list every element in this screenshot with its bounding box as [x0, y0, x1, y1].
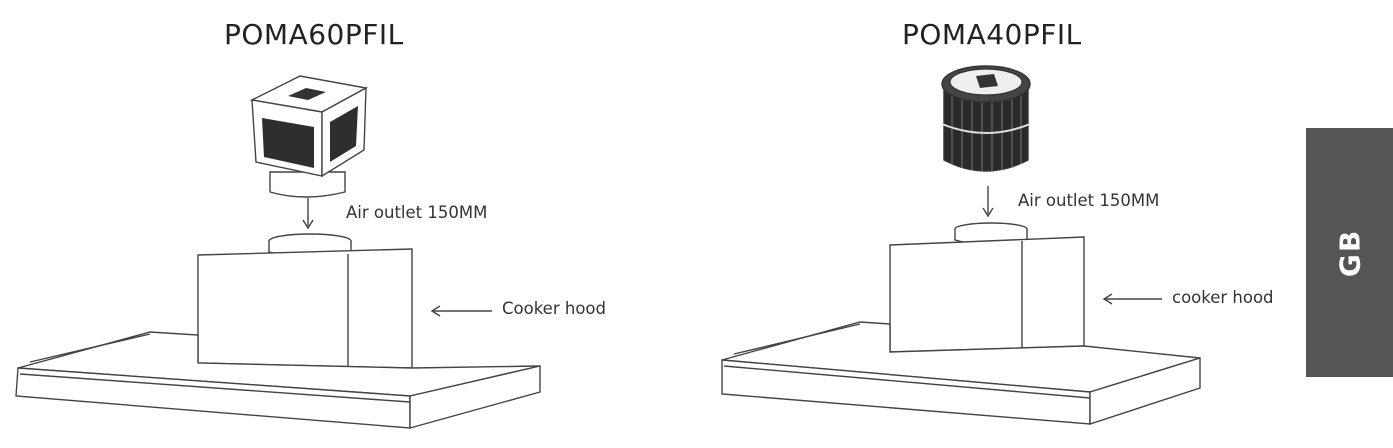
arrow-icon: [430, 305, 492, 317]
left-model-title: POMA60PFIL: [224, 18, 404, 51]
cooker-hood-icon: [15, 233, 541, 429]
right-model-title: POMA40PFIL: [902, 18, 1082, 51]
right-outlet-label: Air outlet 150MM: [1018, 191, 1160, 210]
round-carbon-filter-icon: [941, 65, 1031, 172]
language-tab-label: GB: [1333, 228, 1366, 277]
left-outlet-label: Air outlet 150MM: [346, 203, 488, 222]
arrow-icon: [302, 198, 314, 230]
arrow-icon: [1102, 293, 1162, 305]
square-carbon-filter-icon: [249, 75, 369, 198]
arrow-icon: [982, 186, 994, 218]
language-tab: GB: [1306, 128, 1393, 377]
right-hood-label: cooker hood: [1172, 288, 1274, 307]
left-hood-label: Cooker hood: [502, 299, 606, 318]
cooker-hood-icon: [721, 222, 1201, 425]
